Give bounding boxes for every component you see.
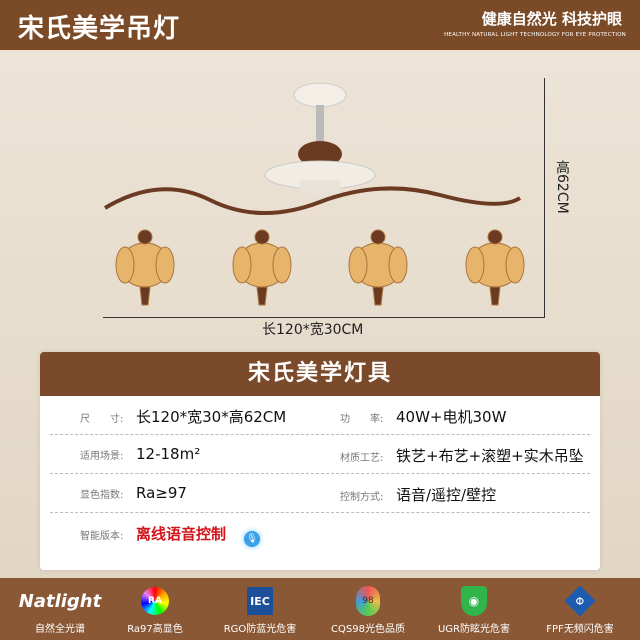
natlight-logo: Natlight <box>18 590 102 612</box>
spec-key: 功 率: <box>340 414 384 425</box>
spec-key: 显色指数: <box>80 490 124 501</box>
spec-value: 语音/遥控/壁控 <box>396 486 497 504</box>
width-label: 长120*宽30CM <box>262 322 364 338</box>
spec-value: 40W+电机30W <box>396 408 507 426</box>
lamp-shade <box>115 229 175 306</box>
cqs-icon: 98 <box>356 586 380 616</box>
iec-icon: IEC <box>247 587 273 615</box>
spec-row: 智能版本: 离线语音控制 🎙 <box>50 513 590 552</box>
feature-label: 自然全光谱 <box>35 624 85 635</box>
lamp-shade <box>465 229 525 306</box>
product-title: 宋氏美学吊灯 <box>18 14 181 44</box>
feature-label: CQS98光色品质 <box>331 624 405 635</box>
spec-key: 尺 寸: <box>80 414 124 425</box>
eye-shield-icon: ◉ <box>461 586 487 616</box>
microphone-icon: 🎙 <box>244 531 261 547</box>
feature-label: RGO防蓝光危害 <box>223 624 297 635</box>
slogan-english: HEALTHY NATURAL LIGHT TECHNOLOGY FOR EYE… <box>444 32 626 38</box>
spec-value-highlight: 离线语音控制 <box>136 525 227 543</box>
feature-label: FPF无频闪危害 <box>546 624 614 635</box>
spec-key: 控制方式: <box>340 492 384 503</box>
header-banner: 宋氏美学吊灯 健康自然光 科技护眼 HEALTHY NATURAL LIGHT … <box>0 0 640 50</box>
spec-key: 材质工艺: <box>340 453 384 464</box>
feature-bar: Natlight 自然全光谱 RA Ra97高显色 IEC RGO防蓝光危害 9… <box>0 578 640 640</box>
spec-row: 尺 寸: 长120*宽30*高62CM 功 率: 40W+电机30W <box>50 396 590 435</box>
spec-key: 适用场景: <box>80 451 124 462</box>
spec-card-title: 宋氏美学灯具 <box>40 352 600 396</box>
height-dimension-line <box>544 78 545 318</box>
feature-cqs: 98 CQS98光色品质 <box>318 584 418 635</box>
lamp-shade <box>348 229 408 306</box>
fpf-icon: Φ <box>564 585 596 617</box>
spec-value: 12-18m² <box>136 445 201 463</box>
slogan: 健康自然光 科技护眼 <box>481 10 622 28</box>
feature-natlight: Natlight 自然全光谱 <box>10 584 110 636</box>
height-label: 高62CM <box>554 160 570 214</box>
feature-rgo: IEC RGO防蓝光危害 <box>210 584 310 635</box>
feature-label: Ra97高显色 <box>127 624 183 635</box>
spec-row: 适用场景: 12-18m² 材质工艺: 铁艺+布艺+滚塑+实木吊坠 <box>50 435 590 474</box>
spec-row: 显色指数: Ra≥97 控制方式: 语音/遥控/壁控 <box>50 474 590 513</box>
chandelier-image <box>103 82 525 306</box>
feature-fpf: Φ FPF无频闪危害 <box>530 584 630 635</box>
feature-ugr: ◉ UGR防眩光危害 <box>424 584 524 635</box>
lamp-shade <box>232 229 292 306</box>
feature-ra: RA Ra97高显色 <box>105 584 205 635</box>
spec-card: 宋氏美学灯具 尺 寸:长120*宽30*高62CM 功 率:40W+电机30W … <box>40 352 600 570</box>
spec-value: 铁艺+布艺+滚塑+实木吊坠 <box>396 447 584 465</box>
ra-icon: RA <box>141 587 169 615</box>
spec-value: 长120*宽30*高62CM <box>136 408 287 426</box>
width-dimension-line <box>103 317 545 318</box>
spec-key: 智能版本: <box>80 531 124 542</box>
feature-label: UGR防眩光危害 <box>437 624 511 635</box>
spec-value: Ra≥97 <box>136 484 187 502</box>
